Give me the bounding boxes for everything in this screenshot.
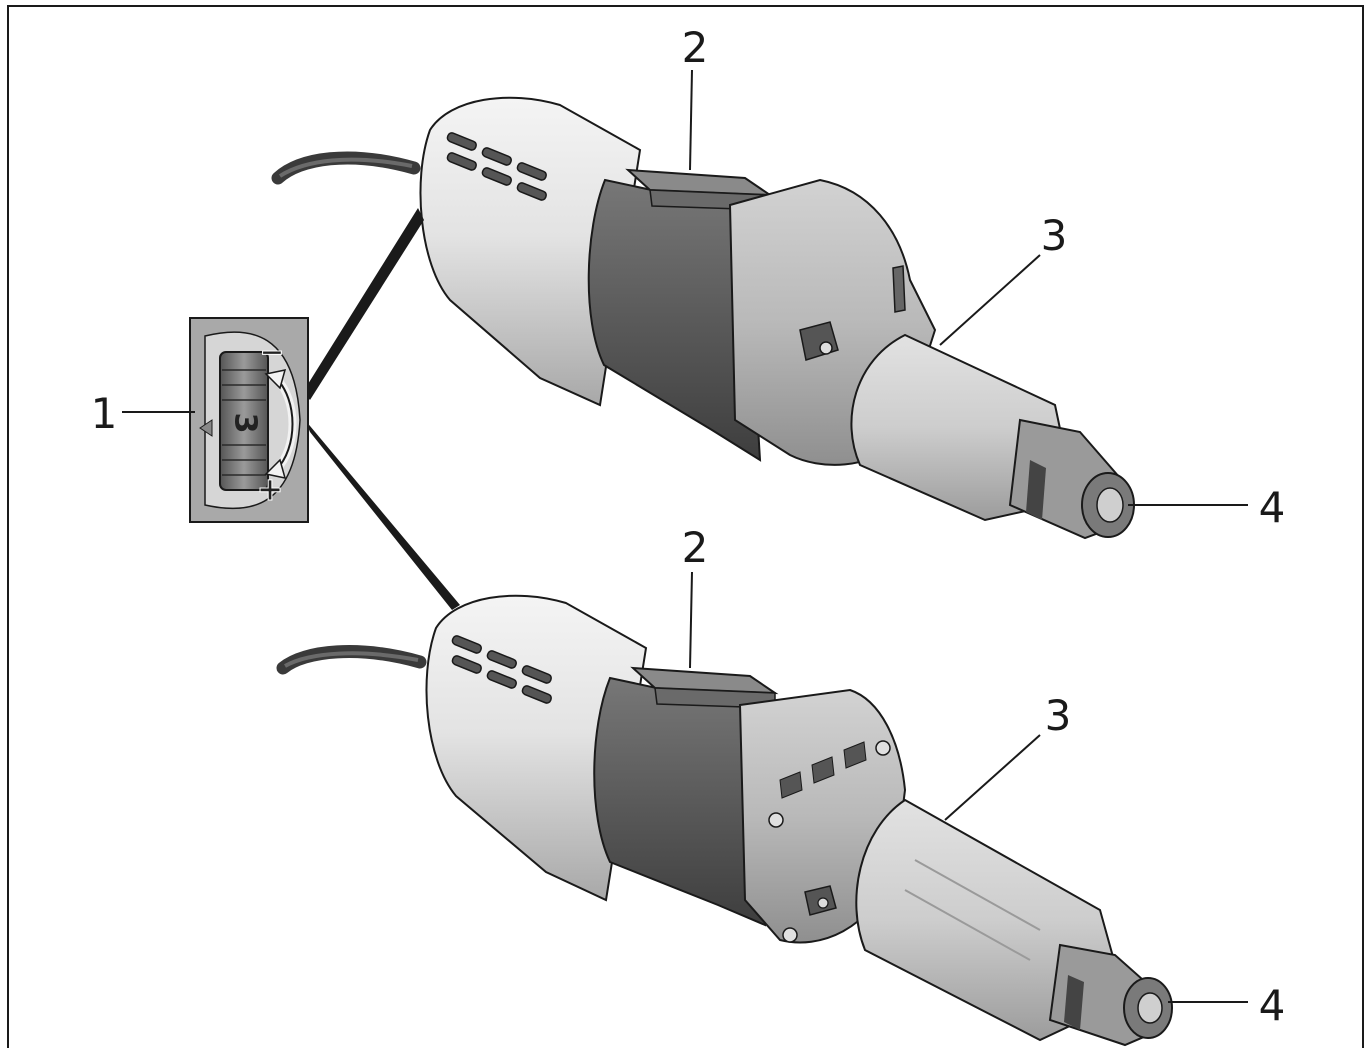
- flange-screws-bottom: [768, 740, 891, 943]
- callout-3-top: 3: [1041, 211, 1068, 260]
- callout-4-top: 4: [1259, 483, 1286, 532]
- bottom-straight-grinder: [276, 594, 1173, 1047]
- dial-minus-symbol: −: [259, 335, 284, 370]
- leader-lines: [122, 69, 1248, 1003]
- speed-dial-inset: 3 − +: [189, 208, 460, 610]
- dial-setting-value: 3: [228, 413, 263, 434]
- callout-4-bottom: 4: [1259, 981, 1286, 1030]
- inset-connector-bottom: [305, 420, 460, 610]
- grip-band-bottom: [593, 676, 767, 927]
- motor-housing-bottom: [425, 594, 648, 902]
- grip-band-top: [587, 178, 762, 462]
- motor-housing-top: [419, 96, 642, 407]
- speed-dial-wheel: [219, 351, 269, 491]
- vent-slots-top: [446, 132, 547, 201]
- figure-frame: [7, 5, 1364, 1048]
- dial-pointer-icon: [199, 419, 213, 437]
- callout-2-bottom: 2: [682, 523, 709, 572]
- callout-3-bottom: 3: [1045, 691, 1072, 740]
- top-straight-grinder: [271, 96, 1135, 540]
- inset-connector-top: [303, 208, 424, 400]
- callout-labels: 1 2 3 4 2 3 4: [91, 23, 1286, 1030]
- callout-2-top: 2: [682, 23, 709, 72]
- dial-plus-symbol: +: [257, 470, 284, 508]
- callout-1: 1: [91, 389, 118, 438]
- vent-slots-bottom: [451, 635, 552, 704]
